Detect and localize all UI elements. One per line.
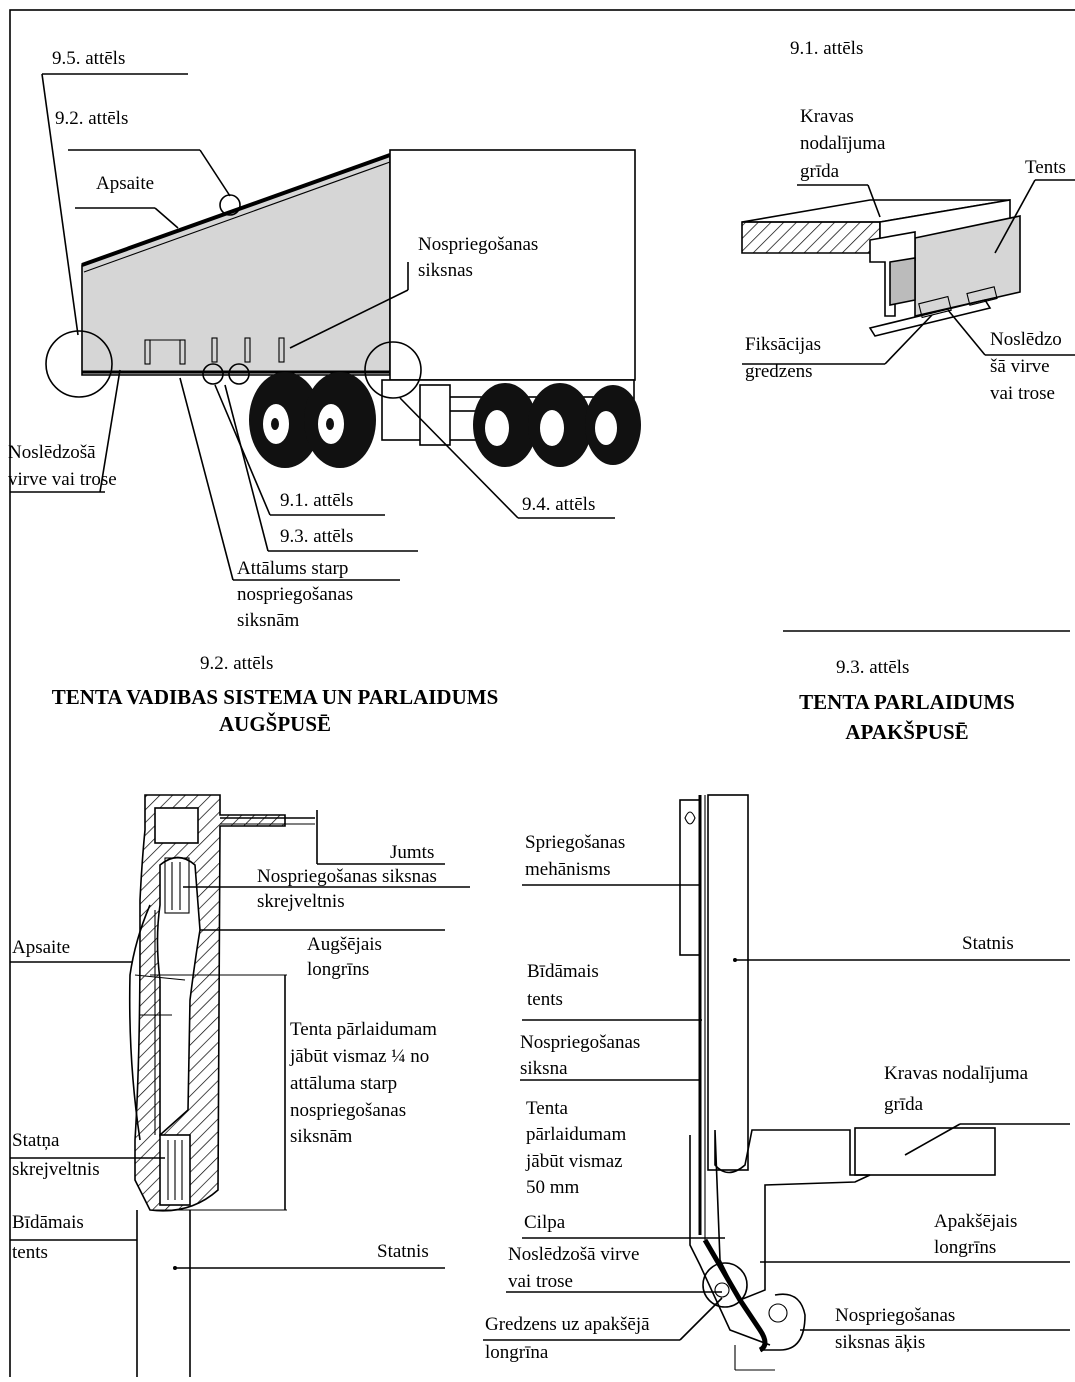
tension-mech-label-1: Spriegošanas [525,832,625,853]
overlap-92-label-2: jābūt vismaz ¼ no [289,1046,429,1067]
truck-labels: 9.5. attēls 9.2. attēls Apsaite Nosprieg… [8,48,615,631]
apsaite-92-label: Apsaite [12,937,70,958]
floor-label-3: grīda [800,161,840,182]
closing-rope-93-label-2: vai trose [508,1271,573,1292]
tension-straps-label-2: siksnas [418,260,473,281]
post-92-label: Statnis [377,1241,429,1262]
strap-fittings [144,337,285,365]
strap-distance-label-1: Attālums starp [237,558,348,579]
ref-92-label: 9.2. attēls [55,108,128,129]
floor-93-label-2: grīda [884,1094,924,1115]
lower-rail-label-2: longrīns [934,1237,996,1258]
loop-label: Cilpa [524,1212,566,1233]
ref-95-label: 9.5. attēls [52,48,125,69]
detail-92-title-1: TENTA VADIBAS SISTEMA UN PARLAIDUMS [52,685,499,709]
strap-distance-label-3: siksnām [237,610,300,631]
overlap-93-label-1: Tenta [526,1098,568,1119]
sliding-tent-92-label-1: Bīdāmais [12,1212,84,1233]
detail-92-drawing [128,794,315,1377]
upper-rail-label-2: longrīns [307,959,369,980]
closing-rope-label-2: virve vai trose [8,469,117,490]
callout-circle-94 [364,341,422,399]
detail-91: 9.1. attēls Kravas nodalījuma grīda Tent… [741,38,1075,404]
tension-strap-93-label-2: siksna [520,1058,568,1079]
detail-92-header: 9.2. attēls TENTA VADIBAS SISTEMA UN PAR… [52,653,499,736]
strap-distance-label-2: nospriegošanas [237,584,353,605]
overlap-93-label-2: pārlaidumam [526,1124,626,1145]
overlap-92-label-1: Tenta pārlaidumam [290,1019,437,1040]
strap-eye-label-1: Nospriegošanas [835,1305,955,1326]
floor-label-2: nodalījuma [800,133,886,154]
post-runner-label-2: skrejveltnis [12,1159,100,1180]
detail-93-caption: 9.3. attēls [836,657,909,678]
callout-circle-91 [202,363,224,385]
closing-rope-91-label-2: šā virve [990,356,1050,377]
closing-rope-91-label-3: vai trose [990,383,1055,404]
post-93-label: Statnis [962,933,1014,954]
detail-93-header: 9.3. attēls TENTA PARLAIDUMS APAKŠPUSĒ [799,657,1015,744]
post-runner-label-1: Statņa [12,1130,60,1151]
sliding-tent-92-label-2: tents [12,1242,48,1263]
overlap-93-label-3: jābūt vismaz [525,1151,623,1172]
apsaite-label: Apsaite [96,173,154,194]
strap-eye-label-2: siksnas āķis [835,1332,925,1353]
tension-mech-label-2: mehānisms [525,859,611,880]
wheel-group-rear [473,383,641,467]
detail-93-labels: Spriegošanas mehānisms Statnis Bīdāmais … [483,832,1070,1363]
detail-91-caption: 9.1. attēls [790,38,863,59]
detail-93-title-2: APAKŠPUSĒ [845,720,968,744]
callout-circle-95 [45,330,113,398]
wheel-group-front [249,372,376,468]
ref-94-label: 9.4. attēls [522,494,595,515]
ref-91-label: 9.1. attēls [280,490,353,511]
strap-runner-label-1: Nospriegošanas siksnas [257,866,437,887]
floor-label-1: Kravas [800,106,854,127]
ref-93-label: 9.3. attēls [280,526,353,547]
tension-strap-93-label-1: Nospriegošanas [520,1032,640,1053]
overlap-92-label-5: siksnām [290,1126,353,1147]
overlap-93-label-4: 50 mm [526,1177,580,1198]
upper-rail-label-1: Augšējais [307,934,382,955]
sliding-tent-93-label-1: Bīdāmais [527,961,599,982]
ring-label-2: longrīna [485,1342,549,1363]
overlap-92-label-3: attāluma starp [290,1073,397,1094]
overlap-92-label-4: nospriegošanas [290,1100,406,1121]
detail-93-title-1: TENTA PARLAIDUMS [799,690,1015,714]
ring-label-1: Gredzens uz apakšējā [485,1314,650,1335]
closing-rope-91-label-1: Noslēdzo [990,329,1062,350]
detail-92-caption: 9.2. attēls [200,653,273,674]
tension-straps-label-1: Nospriegošanas [418,234,538,255]
detail-92-labels: Jumts Nospriegošanas siksnas skrejveltni… [10,810,470,1270]
callout-circle-93 [228,363,250,385]
tent-label: Tents [1025,157,1066,178]
roof-label: Jumts [390,842,434,863]
detail-93-drawing [679,794,996,1371]
closing-rope-label-1: Noslēdzošā [8,442,96,463]
page-border [9,9,1075,1382]
detail-92-title-2: AUGŠPUSĒ [219,712,331,736]
floor-93-label-1: Kravas nodalījuma [884,1063,1029,1084]
truck-illustration [45,149,641,468]
fix-ring-label-1: Fiksācijas [745,334,821,355]
strap-runner-label-2: skrejveltnis [257,891,345,912]
fix-ring-label-2: gredzens [745,361,813,382]
closing-rope-93-label-1: Noslēdzošā virve [508,1244,639,1265]
lower-rail-label-1: Apakšējais [934,1211,1017,1232]
sliding-tent-93-label-2: tents [527,989,563,1010]
